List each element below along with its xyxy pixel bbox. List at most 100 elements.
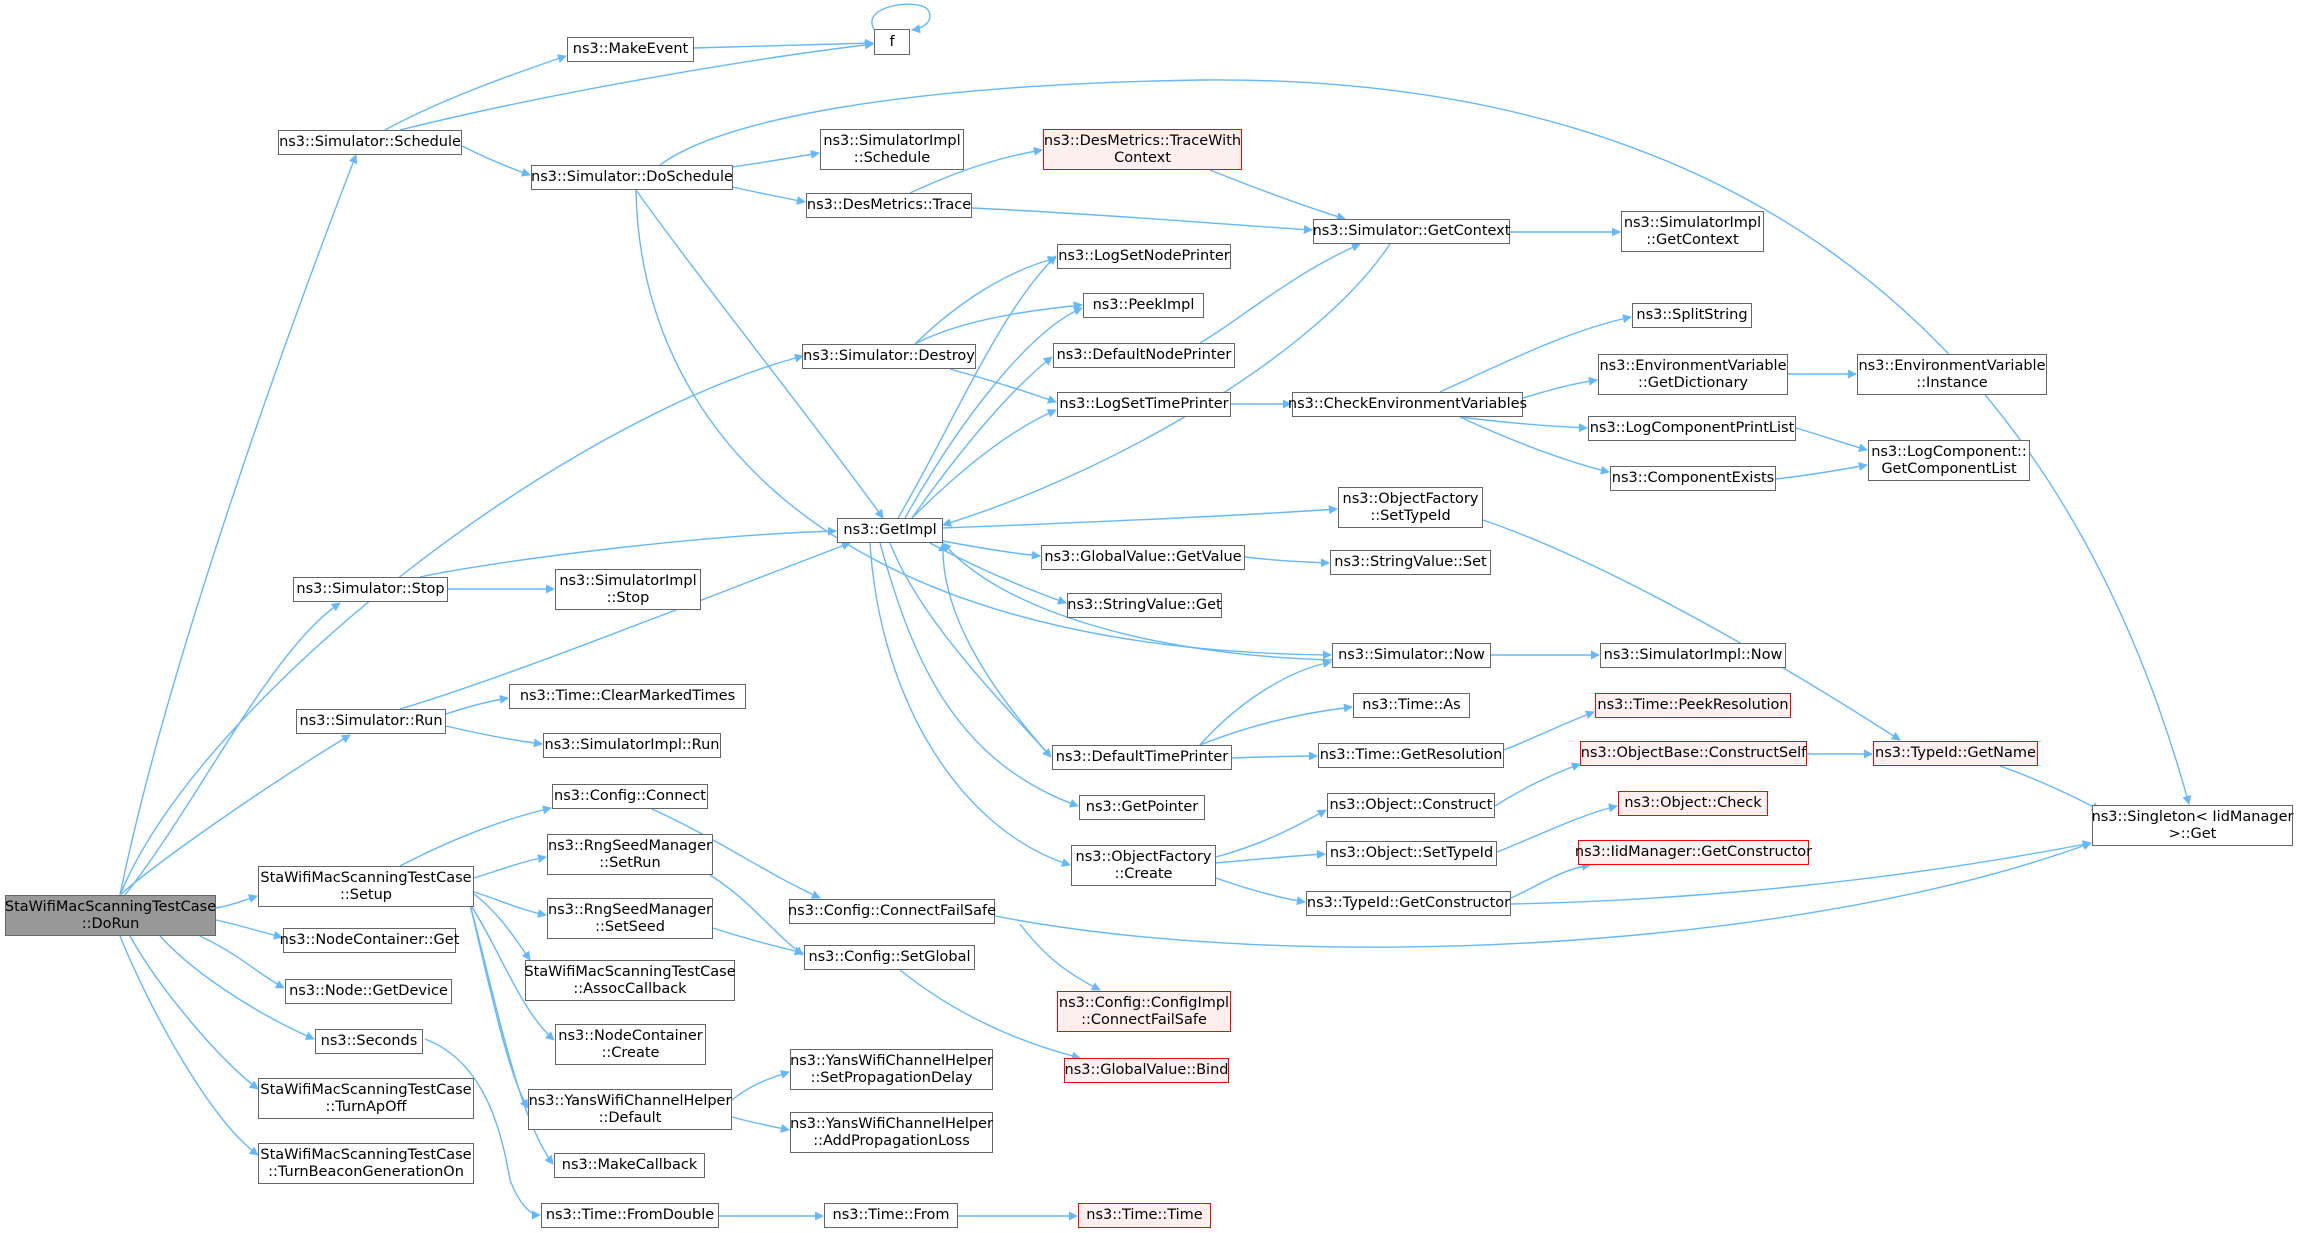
- node-iidmanager-getconstructor-label: ns3::IidManager::GetConstructor: [1574, 844, 1813, 860]
- node-sim-doschedule[interactable]: ns3::Simulator::DoSchedule: [531, 165, 733, 190]
- node-globalvalue-getvalue[interactable]: ns3::GlobalValue::GetValue: [1041, 545, 1245, 570]
- node-logsetnodeprinter[interactable]: ns3::LogSetNodePrinter: [1057, 244, 1231, 269]
- node-seconds[interactable]: ns3::Seconds: [315, 1029, 423, 1054]
- node-object-check[interactable]: ns3::Object::Check: [1618, 791, 1768, 816]
- node-sim-stop[interactable]: ns3::Simulator::Stop: [293, 577, 448, 602]
- node-time-from[interactable]: ns3::Time::From: [824, 1203, 958, 1228]
- node-stringvalue-set[interactable]: ns3::StringValue::Set: [1330, 550, 1491, 575]
- node-yans-default-line2: ::Default: [598, 1109, 662, 1126]
- call-edge: [1215, 849, 1326, 864]
- node-time-clearmarkedtimes[interactable]: ns3::Time::ClearMarkedTimes: [509, 684, 746, 709]
- node-object-settypeid[interactable]: ns3::Object::SetTypeId: [1326, 841, 1497, 866]
- call-edge: [994, 841, 2092, 948]
- node-getpointer[interactable]: ns3::GetPointer: [1079, 795, 1205, 820]
- node-simimpl-getcontext[interactable]: ns3::SimulatorImpl::GetContext: [1621, 211, 1764, 252]
- node-makeevent[interactable]: ns3::MakeEvent: [567, 37, 694, 62]
- node-yans-addpropagationloss-line1: ns3::YansWifiChannelHelper: [790, 1115, 993, 1132]
- node-defaulttimeprinter[interactable]: ns3::DefaultTimePrinter: [1052, 745, 1232, 770]
- node-node-getdevice[interactable]: ns3::Node::GetDevice: [285, 979, 452, 1004]
- node-time-peekresolution[interactable]: ns3::Time::PeekResolution: [1595, 693, 1791, 718]
- call-edge: [649, 807, 821, 899]
- node-time-fromdouble[interactable]: ns3::Time::FromDouble: [541, 1203, 719, 1228]
- node-yans-addpropagationloss[interactable]: ns3::YansWifiChannelHelper::AddPropagati…: [790, 1112, 993, 1153]
- node-sim-schedule[interactable]: ns3::Simulator::Schedule: [278, 130, 462, 155]
- call-edge: [899, 969, 1081, 1061]
- node-sim-now[interactable]: ns3::Simulator::Now: [1332, 643, 1491, 668]
- node-configimpl-connectfailsafe-line2: ::ConnectFailSafe: [1081, 1011, 1207, 1028]
- node-globalvalue-bind[interactable]: ns3::GlobalValue::Bind: [1064, 1058, 1229, 1083]
- node-iidmanager-getconstructor[interactable]: ns3::IidManager::GetConstructor: [1574, 840, 1813, 865]
- node-logsettimeprinter-label: ns3::LogSetTimePrinter: [1059, 396, 1229, 412]
- node-envvar-instance[interactable]: ns3::EnvironmentVariable::Instance: [1857, 354, 2047, 395]
- node-componentexists[interactable]: ns3::ComponentExists: [1610, 466, 1776, 491]
- node-sim-destroy-label: ns3::Simulator::Destroy: [803, 348, 975, 364]
- node-peekimpl[interactable]: ns3::PeekImpl: [1083, 293, 1204, 318]
- node-envvar-getdictionary[interactable]: ns3::EnvironmentVariable::GetDictionary: [1598, 354, 1788, 395]
- node-setup[interactable]: StaWifiMacScanningTestCase::Setup: [258, 866, 474, 907]
- node-desmetrics-trace[interactable]: ns3::DesMetrics::Trace: [806, 193, 972, 218]
- node-turnapoff[interactable]: StaWifiMacScanningTestCase::TurnApOff: [258, 1078, 474, 1119]
- call-edge: [445, 694, 509, 715]
- call-edge: [897, 255, 1057, 519]
- node-splitstring[interactable]: ns3::SplitString: [1632, 303, 1752, 328]
- node-assoccallback[interactable]: StaWifiMacScanningTestCase::AssocCallbac…: [524, 960, 736, 1001]
- node-objfactory-create-line1: ns3::ObjectFactory: [1075, 848, 1212, 865]
- node-time-getresolution[interactable]: ns3::Time::GetResolution: [1318, 743, 1504, 768]
- node-config-connect[interactable]: ns3::Config::Connect: [552, 784, 708, 809]
- node-simimpl-stop[interactable]: ns3::SimulatorImpl::Stop: [555, 569, 701, 610]
- node-typeid-getconstructor-label: ns3::TypeId::GetConstructor: [1306, 895, 1511, 911]
- node-simimpl-schedule[interactable]: ns3::SimulatorImpl::Schedule: [820, 129, 964, 170]
- node-logcomponent-getcomponentlist[interactable]: ns3::LogComponent::GetComponentList: [1868, 440, 2030, 481]
- node-logsettimeprinter[interactable]: ns3::LogSetTimePrinter: [1057, 392, 1231, 417]
- node-time-time[interactable]: ns3::Time::Time: [1078, 1203, 1211, 1228]
- node-splitstring-label: ns3::SplitString: [1636, 307, 1748, 323]
- node-simimpl-run[interactable]: ns3::SimulatorImpl::Run: [543, 733, 721, 758]
- node-sim-getcontext[interactable]: ns3::Simulator::GetContext: [1313, 219, 1510, 244]
- call-edge: [424, 1038, 541, 1220]
- node-simimpl-schedule-line2: ::Schedule: [853, 149, 931, 166]
- node-objfactory-create[interactable]: ns3::ObjectFactory::Create: [1071, 845, 1216, 886]
- node-componentexists-label: ns3::ComponentExists: [1611, 470, 1775, 486]
- node-stringvalue-get[interactable]: ns3::StringValue::Get: [1067, 593, 1222, 618]
- node-typeid-getname-label: ns3::TypeId::GetName: [1875, 745, 2036, 761]
- node-logcomponentprintlist[interactable]: ns3::LogComponentPrintList: [1588, 416, 1796, 441]
- node-simimpl-stop-line2: ::Stop: [606, 589, 650, 606]
- call-edge: [692, 38, 874, 49]
- node-getimpl[interactable]: ns3::GetImpl: [837, 518, 943, 543]
- node-singleton-get[interactable]: ns3::Singleton< IidManager>::Get: [2092, 805, 2293, 846]
- node-yans-setpropagationdelay-line2: ::SetPropagationDelay: [810, 1069, 973, 1086]
- call-edge: [473, 854, 547, 879]
- call-edge: [911, 409, 1057, 519]
- node-objectbase-constructself[interactable]: ns3::ObjectBase::ConstructSelf: [1580, 741, 1807, 766]
- node-configimpl-connectfailsafe[interactable]: ns3::Config::ConfigImpl::ConnectFailSafe: [1057, 991, 1231, 1032]
- node-simimpl-now[interactable]: ns3::SimulatorImpl::Now: [1600, 643, 1786, 668]
- node-rngseed-setseed[interactable]: ns3::RngSeedManager::SetSeed: [547, 898, 713, 939]
- node-object-construct[interactable]: ns3::Object::Construct: [1327, 793, 1495, 818]
- node-config-connectfailsafe[interactable]: ns3::Config::ConnectFailSafe: [788, 899, 996, 924]
- node-sim-doschedule-label: ns3::Simulator::DoSchedule: [531, 169, 733, 185]
- node-typeid-getname[interactable]: ns3::TypeId::GetName: [1873, 741, 2038, 766]
- node-makecallback[interactable]: ns3::MakeCallback: [554, 1153, 705, 1178]
- node-objfactory-settypeid[interactable]: ns3::ObjectFactory::SetTypeId: [1338, 487, 1483, 528]
- node-rngseed-setrun[interactable]: ns3::RngSeedManager::SetRun: [547, 834, 713, 875]
- node-globalvalue-bind-label: ns3::GlobalValue::Bind: [1064, 1062, 1229, 1078]
- call-edge: [971, 207, 1313, 234]
- node-f[interactable]: f: [874, 29, 910, 55]
- node-objfactory-settypeid-line1: ns3::ObjectFactory: [1342, 490, 1479, 507]
- call-edge: [942, 542, 1333, 661]
- node-yans-default[interactable]: ns3::YansWifiChannelHelper::Default: [528, 1089, 732, 1130]
- node-checkenvvars[interactable]: ns3::CheckEnvironmentVariables: [1288, 392, 1527, 417]
- node-sim-destroy[interactable]: ns3::Simulator::Destroy: [802, 344, 976, 369]
- node-turnbeacongenerationon[interactable]: StaWifiMacScanningTestCase::TurnBeaconGe…: [258, 1143, 474, 1184]
- node-sim-run[interactable]: ns3::Simulator::Run: [296, 709, 446, 734]
- node-nodecontainer-get[interactable]: ns3::NodeContainer::Get: [280, 928, 459, 953]
- node-nodecontainer-create[interactable]: ns3::NodeContainer::Create: [555, 1024, 706, 1065]
- node-typeid-getconstructor[interactable]: ns3::TypeId::GetConstructor: [1306, 891, 1511, 916]
- node-config-setglobal[interactable]: ns3::Config::SetGlobal: [804, 945, 975, 970]
- node-time-as[interactable]: ns3::Time::As: [1353, 693, 1470, 718]
- node-yans-setpropagationdelay[interactable]: ns3::YansWifiChannelHelper::SetPropagati…: [790, 1049, 993, 1090]
- call-edge: [399, 40, 874, 131]
- node-logcomponent-getcomponentlist-line1: ns3::LogComponent::: [1871, 443, 2027, 460]
- node-defaultnodeprinter[interactable]: ns3::DefaultNodePrinter: [1053, 343, 1235, 368]
